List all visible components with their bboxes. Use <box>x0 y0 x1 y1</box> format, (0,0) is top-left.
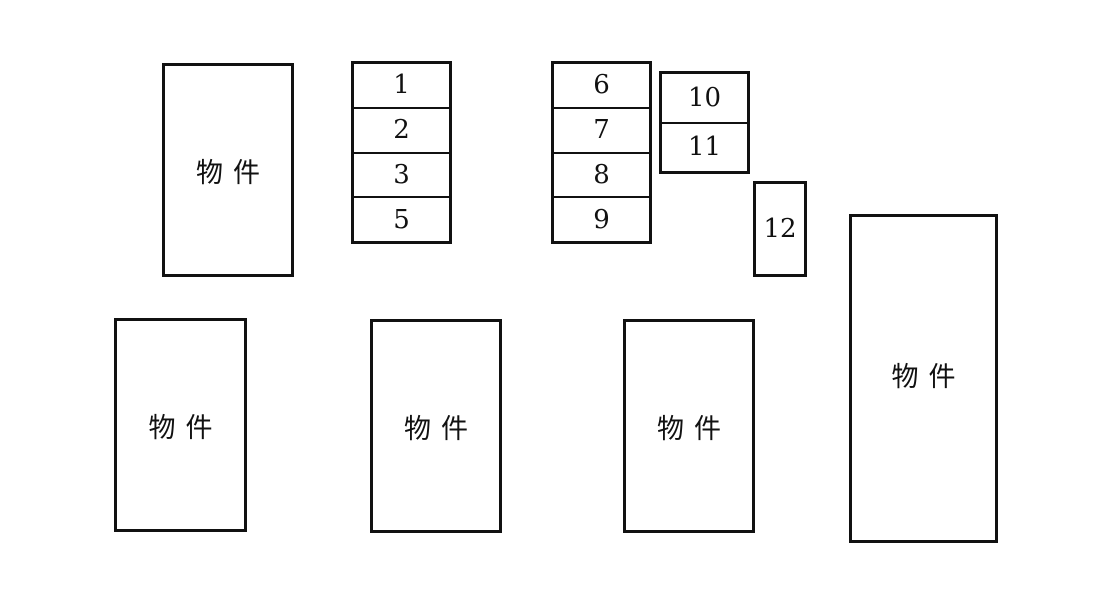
block-left-top: 物件 <box>162 63 294 277</box>
block-label: 物件 <box>196 157 270 189</box>
numbered-cell: 10 <box>662 74 747 124</box>
numbered-cell: 7 <box>554 109 649 154</box>
numbered-stack-b: 6 7 8 9 <box>551 61 652 244</box>
numbered-cell: 11 <box>687 132 722 163</box>
block-bottom-2: 物件 <box>370 319 502 533</box>
numbered-cell: 9 <box>593 204 610 235</box>
block-bottom-1: 物件 <box>114 318 247 532</box>
numbered-stack-a: 1 2 3 5 <box>351 61 452 244</box>
numbered-cell: 2 <box>354 109 449 154</box>
numbered-cell: 1 <box>354 64 449 109</box>
block-bottom-3: 物件 <box>623 319 755 533</box>
block-label: 物件 <box>657 413 731 445</box>
block-label: 物件 <box>891 362 966 393</box>
block-label: 物件 <box>404 413 478 445</box>
block-right: 物件 <box>849 214 998 543</box>
numbered-cell: 8 <box>554 154 649 199</box>
numbered-cell: 5 <box>393 204 410 235</box>
numbered-stack-c: 10 11 <box>659 71 750 174</box>
numbered-box-single: 12 <box>753 181 807 277</box>
numbered-label: 12 <box>763 214 797 244</box>
block-label: 物件 <box>148 412 223 444</box>
numbered-cell: 6 <box>554 64 649 109</box>
numbered-cell: 3 <box>354 154 449 199</box>
